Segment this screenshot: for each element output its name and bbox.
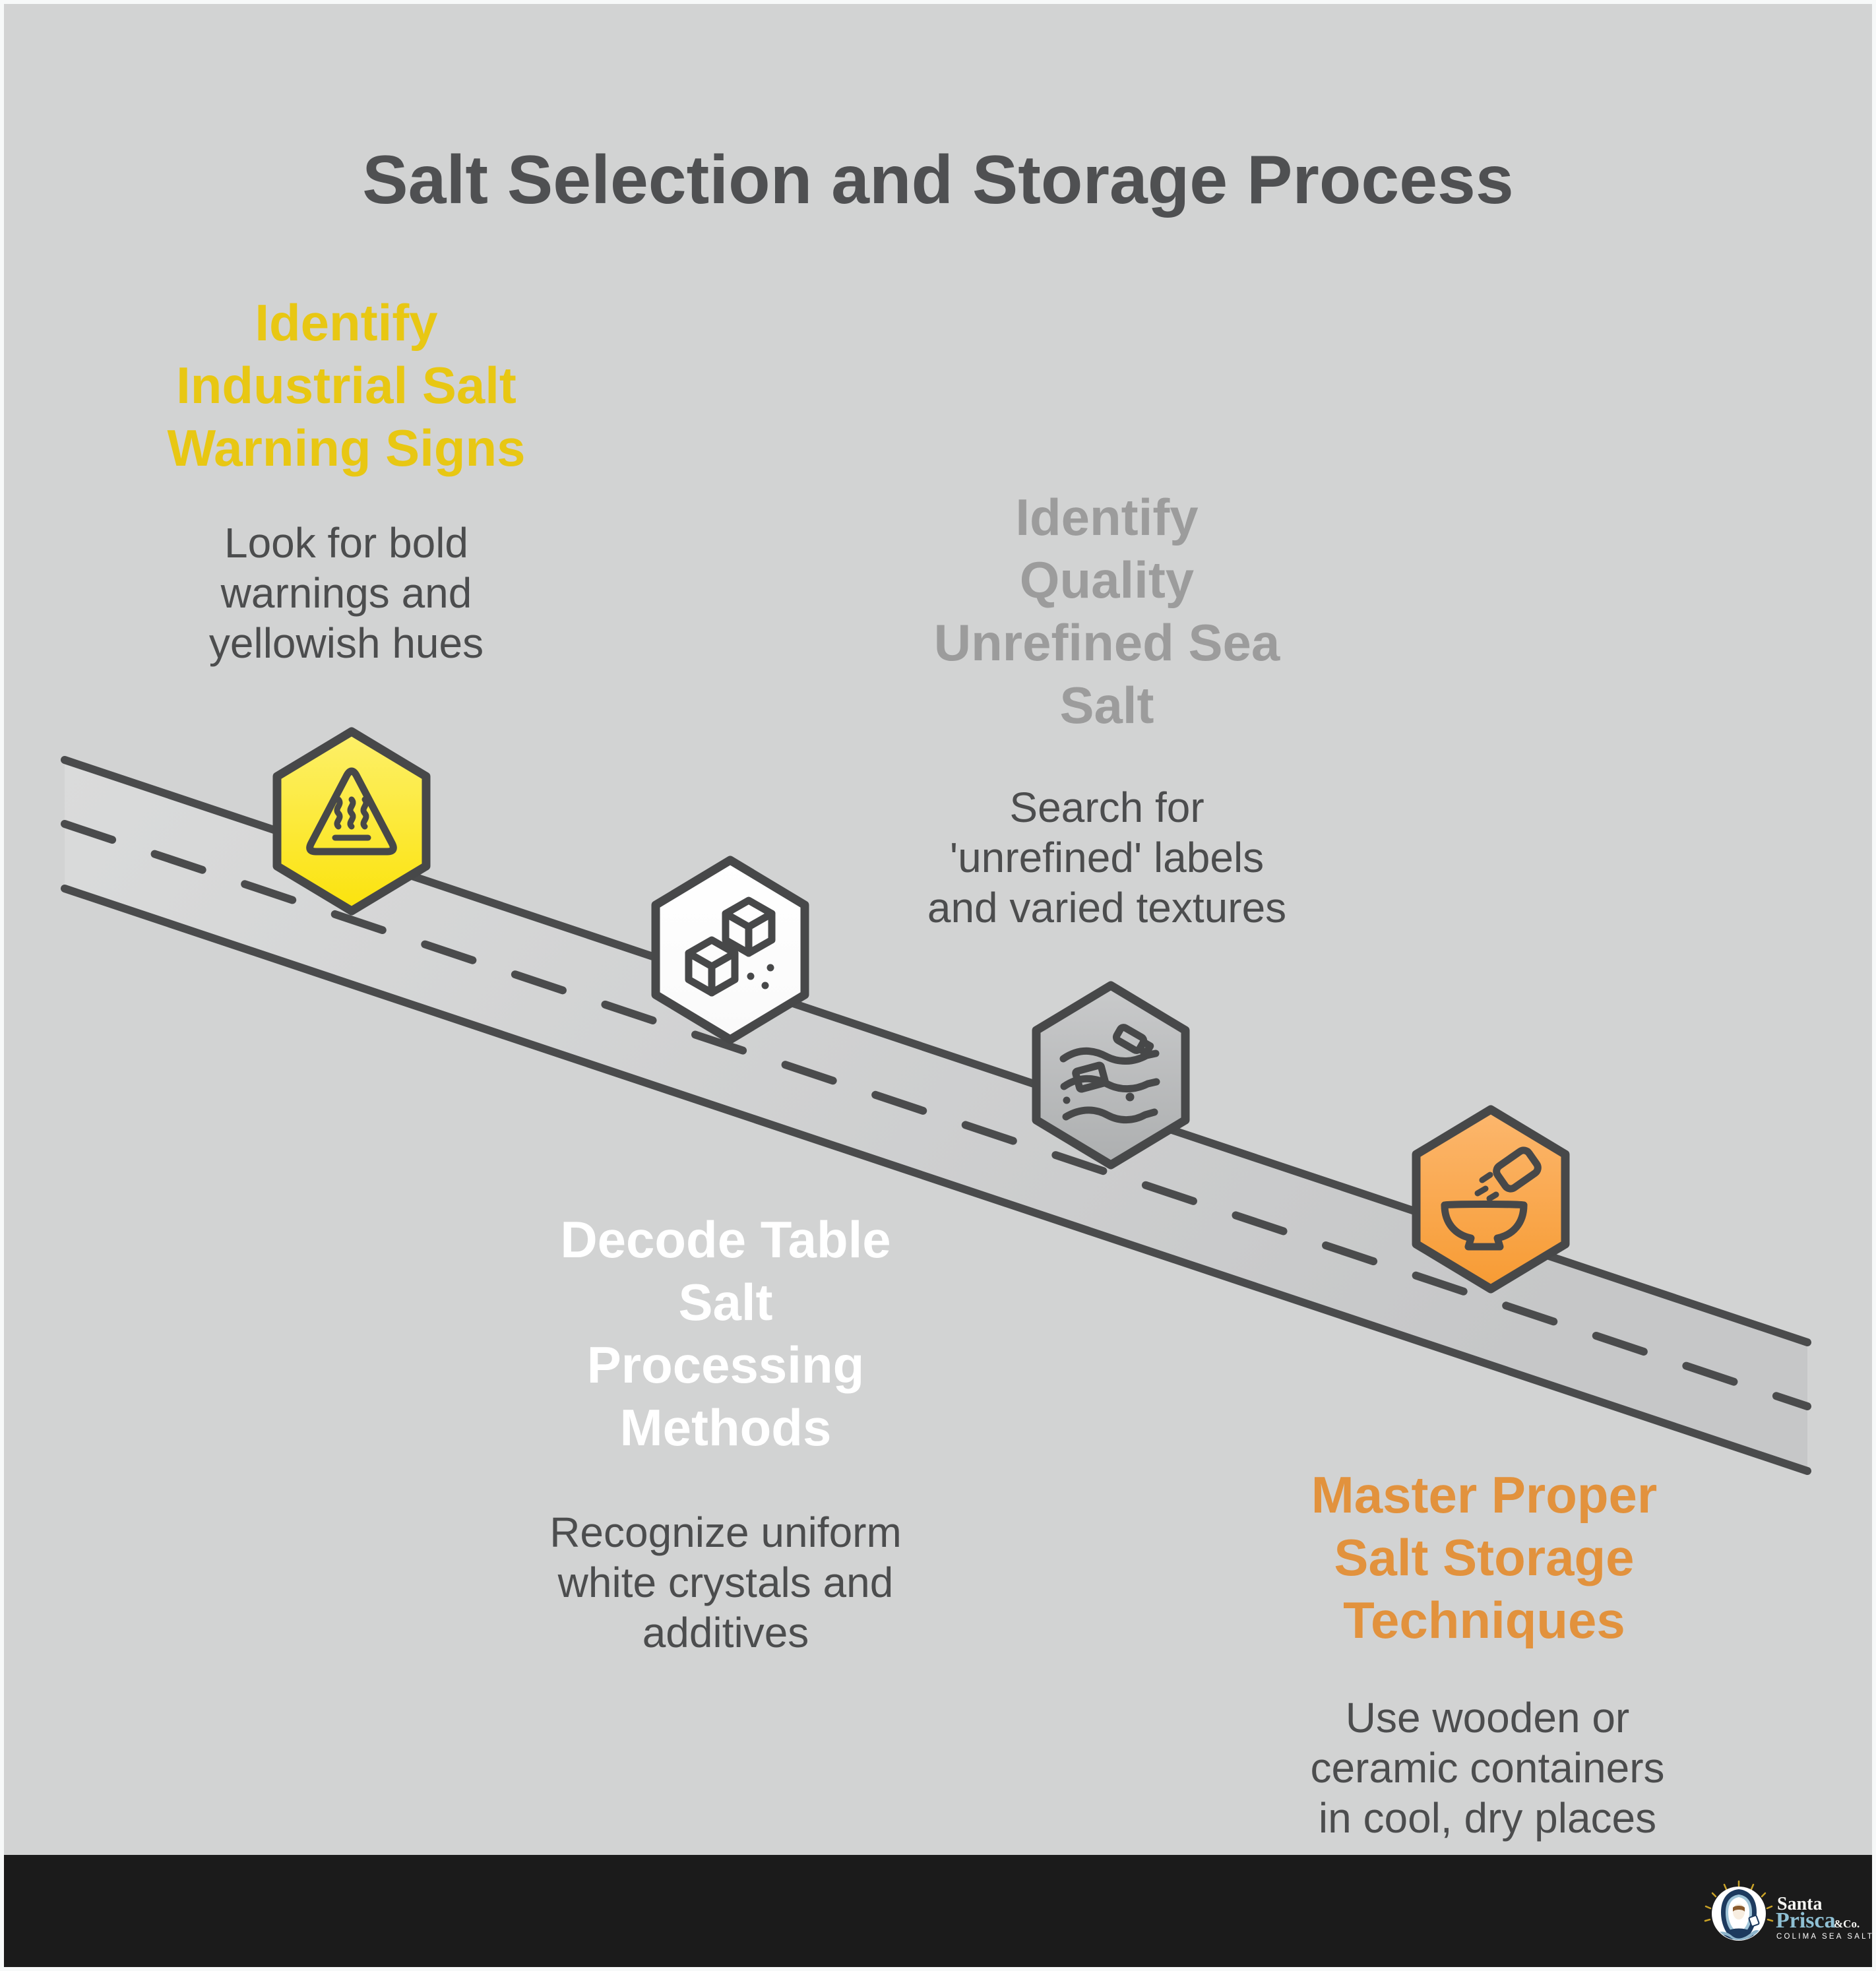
hexagon-step-3 bbox=[1032, 981, 1190, 1170]
step-2-title: Decode Table Salt Processing Methods bbox=[560, 1210, 891, 1456]
footer-bar bbox=[0, 1855, 1876, 1971]
sea-salt-waves-icon bbox=[1059, 1024, 1160, 1124]
brand-subtitle: COLIMA SEA SALT bbox=[1776, 1933, 1874, 1941]
salt-bowl-pour-icon bbox=[1441, 1146, 1542, 1251]
step-4-description: Use wooden or ceramic containers in cool… bbox=[1310, 1694, 1665, 1842]
hot-surface-warning-icon bbox=[306, 767, 397, 856]
step-1-description: Look for bold warnings and yellowish hue… bbox=[208, 519, 484, 667]
step-2-description: Recognize uniform white crystals and add… bbox=[549, 1509, 902, 1656]
step-4-title: Master Proper Salt Storage Techniques bbox=[1311, 1466, 1658, 1649]
step-3-description: Search for 'unrefined' labels and varied… bbox=[927, 784, 1287, 931]
hexagon-step-4 bbox=[1412, 1105, 1570, 1294]
road-center-line bbox=[61, 820, 1811, 1410]
brand-name-line2: Prisca bbox=[1776, 1908, 1836, 1933]
logo-rays bbox=[1704, 1880, 1774, 1922]
brand-name-line1: Santa bbox=[1777, 1894, 1822, 1914]
brand-logo: Santa Prisca &Co. COLIMA SEA SALT bbox=[1704, 1880, 1874, 1941]
step-1-title: Identify Industrial Salt Warning Signs bbox=[167, 294, 526, 477]
hexagon-step-1 bbox=[272, 727, 431, 916]
hexagon-step-2 bbox=[651, 856, 809, 1044]
salt-cubes-icon bbox=[685, 896, 776, 997]
page-title: Salt Selection and Storage Process bbox=[362, 142, 1514, 218]
step-3-title: Identify Quality Unrefined Sea Salt bbox=[933, 488, 1280, 734]
road-surface bbox=[65, 760, 1807, 1471]
brand-name-suffix: &Co. bbox=[1834, 1918, 1860, 1930]
road-bottom-edge bbox=[61, 885, 1811, 1475]
